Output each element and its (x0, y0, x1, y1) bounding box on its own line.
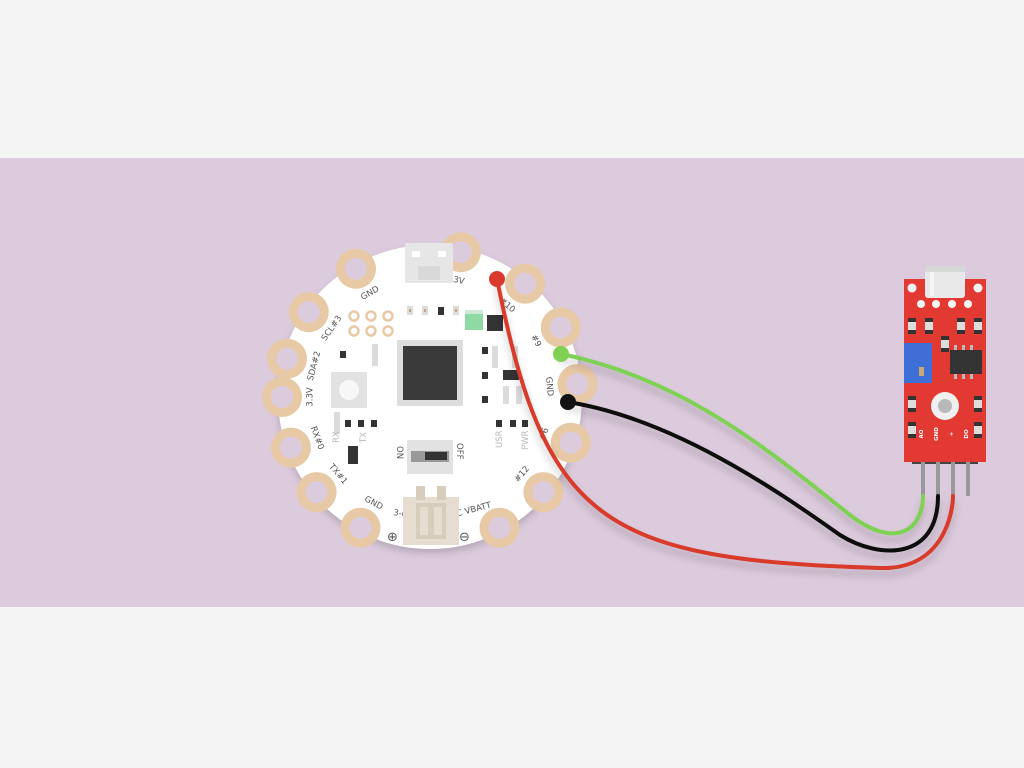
top-components (407, 306, 503, 331)
silk-rx: RX (332, 431, 342, 443)
sound-sensor-module: AO GND + DO (904, 266, 986, 496)
board-pad-hole (271, 386, 293, 408)
board-pad-hole (305, 481, 328, 504)
silk-off: OFF (454, 443, 464, 460)
wire-endpoint-black (560, 394, 576, 410)
wire-endpoint-green (553, 346, 569, 362)
power-switch (407, 440, 453, 474)
misc-components (340, 347, 528, 464)
wire-endpoint-red (489, 271, 505, 287)
board-pad-hole (279, 436, 302, 459)
module-pin-label: AO (919, 429, 925, 438)
board-pad-hole (549, 316, 572, 339)
wire-black-gnd (566, 400, 940, 553)
board-pad-hole (566, 373, 589, 396)
wires (495, 277, 955, 571)
jst-connector-bottom (403, 486, 459, 545)
board-pad-hole (276, 347, 298, 370)
silk-usr: USR (495, 430, 505, 448)
wire-red-3v3 (495, 277, 955, 571)
header-holes (348, 310, 394, 337)
board-pad-hole (297, 301, 320, 324)
board-pad-hole (349, 516, 372, 539)
main-chip (397, 340, 463, 406)
module-pin-label: DO (964, 429, 970, 439)
wire-green-9 (559, 352, 925, 536)
module-pin-label: + (949, 431, 955, 436)
module-components (908, 318, 982, 438)
silk-minus: ⊖ (459, 530, 470, 545)
reset-button (331, 372, 367, 408)
board-pad-hole (488, 516, 511, 539)
board-pad-hole (559, 431, 582, 454)
silk-on: ON (394, 446, 404, 459)
board-pads (262, 232, 598, 548)
wire-endpoints (489, 271, 576, 410)
microphone-icon (925, 266, 965, 298)
module-pin-label: GND (934, 427, 940, 441)
module-led (931, 392, 959, 420)
board-pad-hole (345, 257, 367, 280)
board-pad-hole (449, 241, 472, 264)
silk-pwr: PWR (521, 430, 531, 450)
pad-label: 3.3V (306, 387, 316, 407)
potentiometer (904, 343, 932, 383)
silk-plus: ⊕ (387, 530, 398, 545)
board-pad-hole (514, 272, 537, 295)
board-silk-text: RX TX ON OFF USR PWR ⊕ ⊖ (332, 430, 531, 545)
pad-label: GND (543, 376, 555, 397)
jst-connector-top (405, 243, 453, 283)
module-pin-labels: AO GND + DO (919, 427, 970, 441)
board-pad-hole (532, 481, 555, 504)
silk-tx: TX (359, 432, 369, 444)
module-mount-holes (907, 283, 983, 308)
